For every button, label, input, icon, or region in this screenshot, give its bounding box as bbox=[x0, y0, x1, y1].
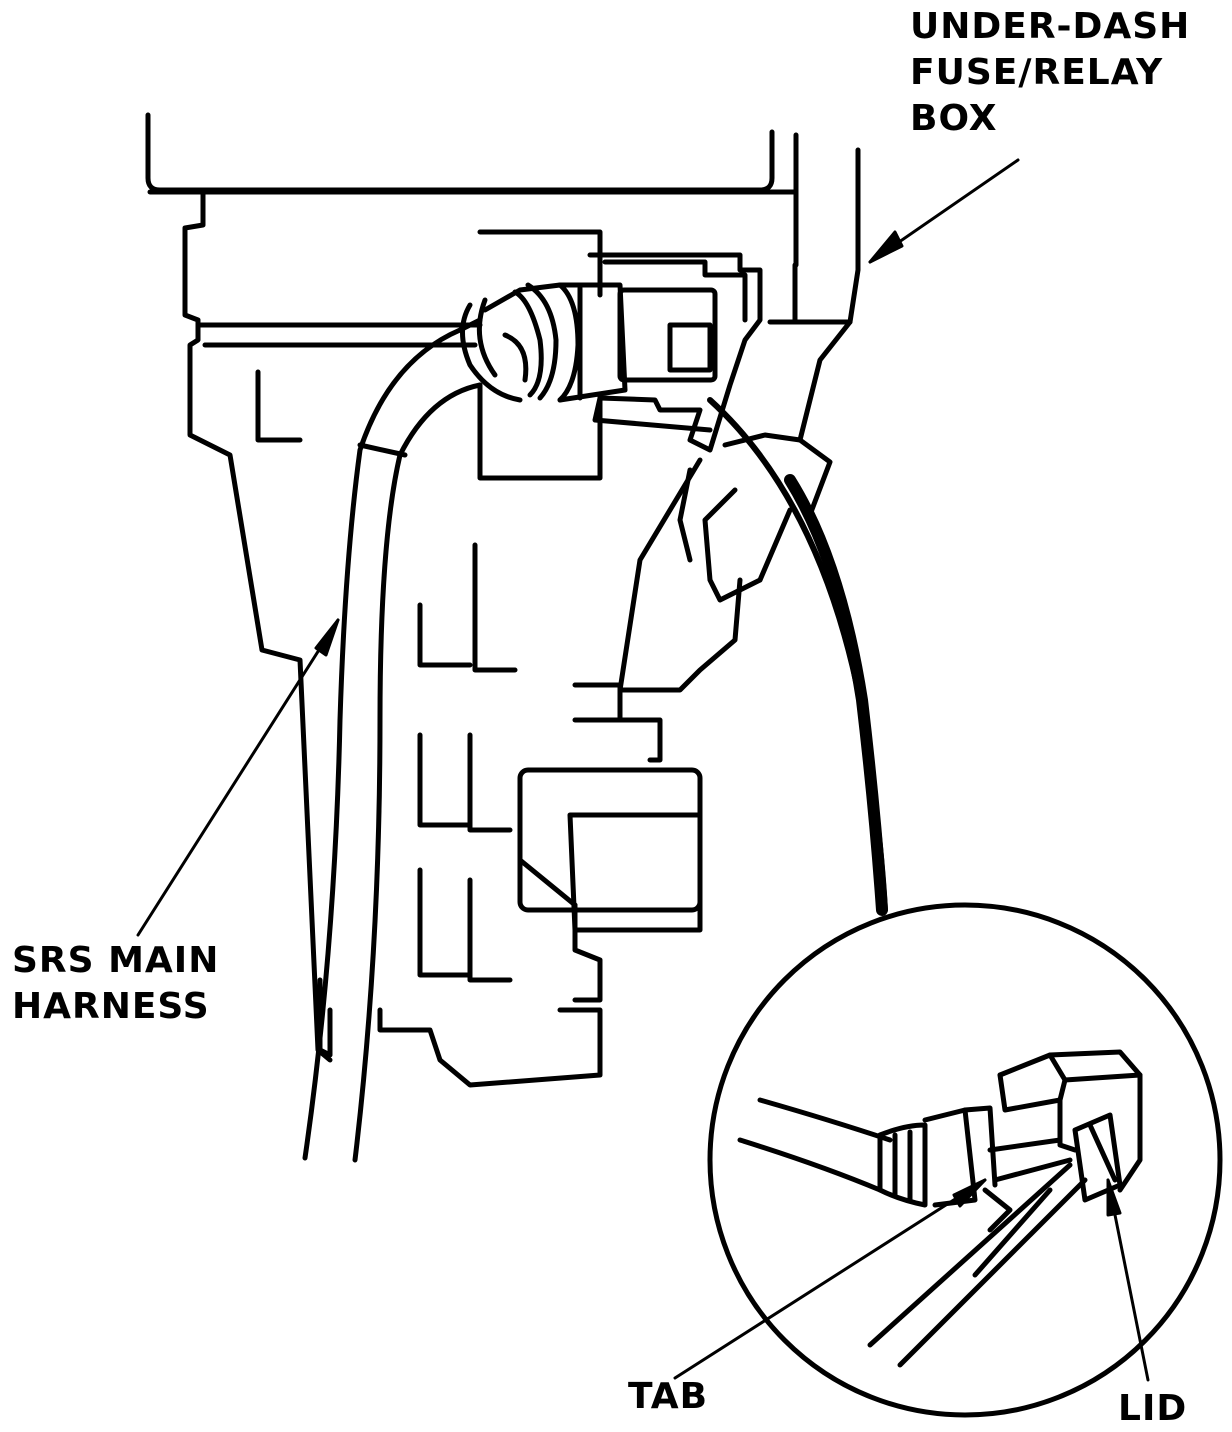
dashboard-panel bbox=[145, 112, 799, 268]
srs-main-harness-label-line-2: HARNESS bbox=[12, 986, 210, 1027]
fuse-relay-box-label-line-2: FUSE/RELAY bbox=[910, 52, 1164, 93]
detail-circle bbox=[707, 902, 1223, 1418]
fuse-relay-box-label-line-1: UNDER-DASH bbox=[910, 6, 1191, 47]
leader-arrows bbox=[136, 158, 1150, 1382]
connector bbox=[557, 252, 763, 453]
fuse-relay-box-label-line-3: BOX bbox=[910, 98, 998, 139]
tab-label: TAB bbox=[628, 1376, 709, 1417]
srs-main-harness-label: SRS MAIN HARNESS bbox=[12, 938, 219, 1030]
fuse-relay-box bbox=[182, 147, 861, 1088]
detail-leader-line-shadow bbox=[784, 474, 888, 916]
srs-main-harness-label-line-1: SRS MAIN bbox=[12, 940, 220, 981]
fuse-relay-box-label: UNDER-DASH FUSE/RELAY BOX bbox=[910, 4, 1190, 142]
srs-main-harness bbox=[302, 282, 581, 1163]
lid-label: LID bbox=[1118, 1388, 1188, 1429]
